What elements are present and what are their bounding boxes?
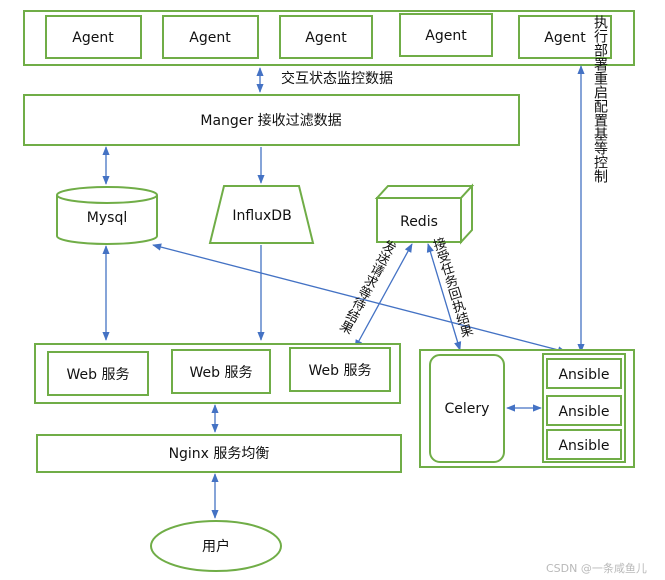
agent-node: Agent	[518, 15, 612, 59]
agent-node: Agent	[162, 15, 259, 59]
mysql-node: Mysql	[56, 186, 158, 245]
celery-node: Celery	[429, 354, 505, 463]
celery-label: Celery	[445, 401, 490, 417]
watermark: CSDN @一条咸鱼儿	[546, 561, 647, 575]
redis-node: Redis	[374, 183, 475, 245]
web-service-label: Web 服务	[309, 363, 372, 379]
agent-node: Agent	[279, 15, 373, 59]
manager-label: Manger 接收过滤数据	[200, 112, 341, 129]
arrow-web-redis	[354, 243, 413, 349]
nginx-label: Nginx 服务均衡	[169, 446, 270, 462]
ansible-label: Ansible	[558, 404, 609, 420]
redis-label: Redis	[400, 214, 438, 230]
mysql-label: Mysql	[87, 210, 127, 226]
edge-label-deploy: 执行部署重启配置基等控制	[592, 15, 608, 183]
ansible-label: Ansible	[558, 438, 609, 454]
web-service-node: Web 服务	[47, 351, 149, 396]
agent-label: Agent	[544, 30, 586, 46]
user-node: 用户	[150, 520, 282, 572]
influxdb-node: InfluxDB	[208, 185, 315, 244]
edge-label-receive-result: 接受任务回执结果	[429, 235, 475, 340]
agent-node: Agent	[399, 13, 493, 57]
arrow-redis-celery	[426, 243, 462, 351]
edge-label-monitor: 交互状态监控数据	[281, 70, 393, 87]
ansible-node: Ansible	[546, 395, 622, 426]
ansible-node: Ansible	[546, 429, 622, 460]
agent-label: Agent	[305, 30, 347, 46]
web-service-node: Web 服务	[289, 347, 391, 392]
manager-node: Manger 接收过滤数据	[23, 94, 520, 146]
user-label: 用户	[202, 538, 230, 555]
agent-label: Agent	[425, 28, 467, 44]
ansible-label: Ansible	[558, 367, 609, 383]
web-service-label: Web 服务	[67, 367, 130, 383]
ansible-node: Ansible	[546, 358, 622, 389]
agent-node: Agent	[45, 15, 142, 59]
web-service-node: Web 服务	[171, 349, 271, 394]
nginx-node: Nginx 服务均衡	[36, 434, 402, 473]
agent-label: Agent	[189, 30, 231, 46]
agent-label: Agent	[72, 30, 114, 46]
influxdb-label: InfluxDB	[232, 208, 291, 224]
web-service-label: Web 服务	[190, 365, 253, 381]
